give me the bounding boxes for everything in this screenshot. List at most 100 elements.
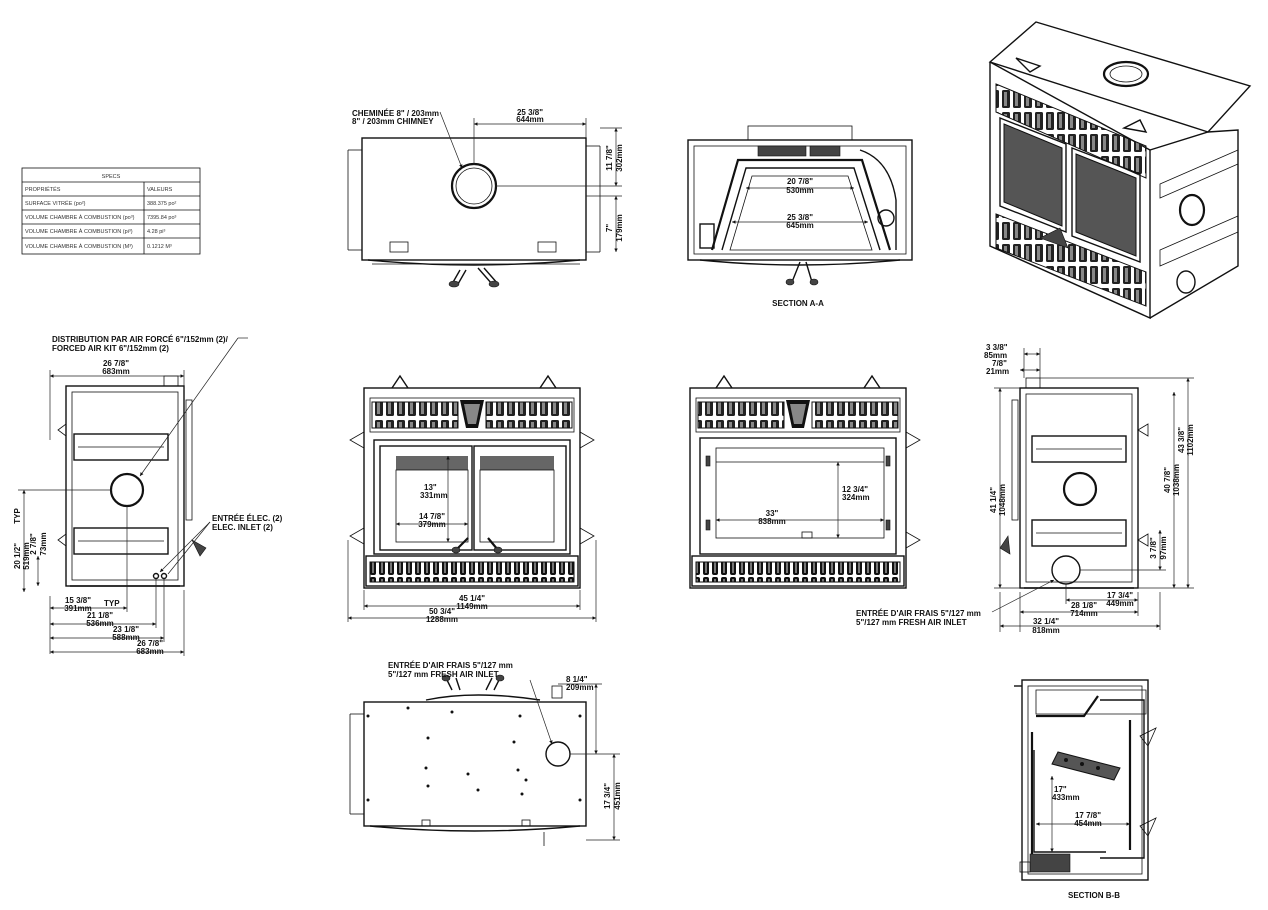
ls-dim-1-typ: TYP bbox=[104, 599, 120, 608]
ls-dim-1-mm: 391mm bbox=[64, 604, 92, 613]
specs-header-value: VALEURS bbox=[147, 187, 173, 193]
rs-dim-h2-mm: 1038mm bbox=[1172, 464, 1181, 496]
rs-dim-s-mm: 97mm bbox=[1159, 536, 1168, 559]
rs-dim-a-in: 3 3/8" bbox=[986, 343, 1008, 352]
fd-dim-2-mm: 1288mm bbox=[426, 615, 458, 624]
specs-row-label: SURFACE VITRÉE (po²) bbox=[25, 200, 86, 207]
fd-dim-h-in: 13" bbox=[424, 483, 437, 492]
fd-dim-2-in: 50 3/4" bbox=[429, 607, 455, 616]
ls-dim-3-mm: 588mm bbox=[112, 633, 140, 642]
ls-dim-top-mm: 683mm bbox=[102, 367, 130, 376]
bv-fresh-label-fr: ENTRÉE D'AIR FRAIS 5"/127 mm bbox=[388, 661, 513, 670]
ls-dim-3-in: 23 1/8" bbox=[113, 625, 139, 634]
aa-dim-top-mm: 530mm bbox=[786, 186, 814, 195]
side-outlet bbox=[1062, 471, 1098, 507]
rs-dim-h3-mm: 1102mm bbox=[1186, 424, 1195, 456]
front-view-glass: 12 3/4" 324mm 33" 838mm bbox=[689, 374, 921, 589]
fd-dim-w-mm: 379mm bbox=[418, 520, 446, 529]
bb-dim-b-in: 17 7/8" bbox=[1075, 811, 1101, 820]
specs-table: SPECS PROPRIÉTÉS VALEURS SURFACE VITRÉE … bbox=[21, 167, 201, 255]
rs-dim-h2-in: 40 7/8" bbox=[1163, 467, 1172, 493]
fd-dim-1-in: 45 1/4" bbox=[459, 594, 485, 603]
bv-fresh-label-en: 5"/127 mm FRESH AIR INLET bbox=[388, 670, 499, 679]
specs-row-label: VOLUME CHAMBRE À COMBUSTION (pi³) bbox=[25, 228, 133, 235]
bottom-fresh-inlet bbox=[545, 741, 571, 767]
fg-dim-h-in: 12 3/4" bbox=[842, 485, 868, 494]
rs-dim-h1-mm: 1048mm bbox=[998, 484, 1007, 516]
forced-air-outlet bbox=[109, 472, 145, 508]
specs-title: SPECS bbox=[102, 174, 121, 180]
ls-dim-4-mm: 683mm bbox=[136, 647, 164, 656]
aa-dim-bot-mm: 645mm bbox=[786, 221, 814, 230]
ls-dim-1-in: 15 3/8" bbox=[65, 596, 91, 605]
fg-dim-w-in: 33" bbox=[766, 509, 779, 518]
dim-a-in: 11 7/8" bbox=[605, 145, 614, 171]
dim-width-mm: 644mm bbox=[516, 115, 544, 124]
rs-dim-h3-in: 43 3/8" bbox=[1177, 427, 1186, 453]
forced-air-label-en: FORCED AIR KIT 6"/152mm (2) bbox=[52, 344, 169, 353]
bv-dim-b-in: 17 3/4" bbox=[603, 783, 612, 809]
rs-dim-s-in: 3 7/8" bbox=[1149, 537, 1158, 559]
specs-row-value: 7395.84 po³ bbox=[147, 215, 177, 221]
bv-dim-a-in: 8 1/4" bbox=[566, 675, 588, 684]
bb-dim-b-mm: 454mm bbox=[1074, 819, 1102, 828]
fd-dim-1-mm: 1149mm bbox=[456, 602, 488, 611]
aa-dim-top-in: 20 7/8" bbox=[787, 177, 813, 186]
bv-dim-b-mm: 451mm bbox=[613, 782, 622, 810]
specs-header-prop: PROPRIÉTÉS bbox=[25, 186, 61, 193]
specs-row-label: VOLUME CHAMBRE À COMBUSTION (M³) bbox=[25, 243, 133, 250]
ls-dim-2-mm: 536mm bbox=[86, 619, 114, 628]
ls-dim-h-in: 20 1/2" bbox=[13, 543, 22, 569]
dim-b-in: 7" bbox=[605, 224, 614, 232]
ls-dim-h-mm: 519mm bbox=[22, 542, 31, 570]
ls-typ-label: TYP bbox=[13, 508, 22, 524]
ls-dim-top-in: 26 7/8" bbox=[103, 359, 129, 368]
rs-dim-1-mm: 449mm bbox=[1106, 599, 1134, 608]
fd-dim-w-in: 14 7/8" bbox=[419, 512, 445, 521]
front-view-doors: 13" 331mm 14 7/8" 379mm 45 1/4" 1149mm 5… bbox=[347, 374, 597, 624]
fg-dim-w-mm: 838mm bbox=[758, 517, 786, 526]
top-view: 25 3/8" 644mm 11 7/8" 302mm 7" 179mm CHE… bbox=[347, 108, 624, 288]
elec-inlet-label-en: ELEC. INLET (2) bbox=[212, 523, 273, 532]
bb-dim-a-mm: 433mm bbox=[1052, 793, 1080, 802]
dim-b-mm: 179mm bbox=[615, 214, 624, 242]
rs-dim-3-mm: 818mm bbox=[1032, 626, 1060, 635]
forced-air-label-fr: DISTRIBUTION PAR AIR FORCÉ 6"/152mm (2)/ bbox=[52, 335, 229, 344]
chimney-label-en: 8" / 203mm CHIMNEY bbox=[352, 117, 434, 126]
fd-dim-h-mm: 331mm bbox=[420, 491, 448, 500]
section-aa-caption: SECTION A-A bbox=[772, 299, 824, 308]
rs-fresh-label-fr: ENTRÉE D'AIR FRAIS 5"/127 mm bbox=[856, 609, 981, 618]
ls-dim-s-mm: 73mm bbox=[39, 532, 48, 555]
dim-width-in: 25 3/8" bbox=[517, 108, 543, 117]
aa-dim-bot-in: 25 3/8" bbox=[787, 213, 813, 222]
fresh-air-inlet bbox=[1051, 555, 1081, 585]
specs-row-label: VOLUME CHAMBRE À COMBUSTION (po³) bbox=[25, 214, 135, 221]
bottom-view: 8 1/4" 209mm 17 3/4" 451mm ENTRÉE D'AIR … bbox=[349, 661, 622, 846]
ls-dim-2-in: 21 1/8" bbox=[87, 611, 113, 620]
isometric-view bbox=[988, 21, 1252, 320]
section-bb-view: 17" 433mm 17 7/8" 454mm SECTION B-B bbox=[1014, 679, 1157, 900]
specs-row-value: 4.28 pi³ bbox=[147, 229, 166, 235]
bb-dim-a-in: 17" bbox=[1054, 785, 1067, 794]
ls-dim-s-in: 2 7/8" bbox=[29, 533, 38, 555]
rs-fresh-label-en: 5"/127 mm FRESH AIR INLET bbox=[856, 618, 967, 627]
specs-row-value: 0.1212 M³ bbox=[147, 244, 172, 250]
rs-dim-h1-in: 41 1/4" bbox=[989, 487, 998, 513]
dim-a-mm: 302mm bbox=[615, 144, 624, 172]
rs-dim-3-in: 32 1/4" bbox=[1033, 617, 1059, 626]
chimney-label-fr: CHEMINÉE 8" / 203mm bbox=[352, 109, 439, 118]
section-bb-caption: SECTION B-B bbox=[1068, 891, 1120, 900]
rs-dim-2-mm: 714mm bbox=[1070, 609, 1098, 618]
rs-dim-1-in: 17 3/4" bbox=[1107, 591, 1133, 600]
right-side-view: 3 3/8" 85mm 7/8" 21mm 41 1/4" 1048mm 40 … bbox=[856, 343, 1195, 635]
bv-dim-a-mm: 209mm bbox=[566, 683, 594, 692]
rs-dim-b-in: 7/8" bbox=[992, 359, 1007, 368]
fg-dim-h-mm: 324mm bbox=[842, 493, 870, 502]
rs-dim-a-mm: 85mm bbox=[984, 351, 1007, 360]
ls-dim-4-in: 26 7/8" bbox=[137, 639, 163, 648]
left-side-view: 26 7/8" 683mm 20 1/2" 519mm TYP 2 7/8" 7… bbox=[13, 335, 283, 656]
rs-dim-b-mm: 21mm bbox=[986, 367, 1009, 376]
elec-inlet-label-fr: ENTRÉE ÉLEC. (2) bbox=[212, 514, 283, 523]
rs-dim-2-in: 28 1/8" bbox=[1071, 601, 1097, 610]
